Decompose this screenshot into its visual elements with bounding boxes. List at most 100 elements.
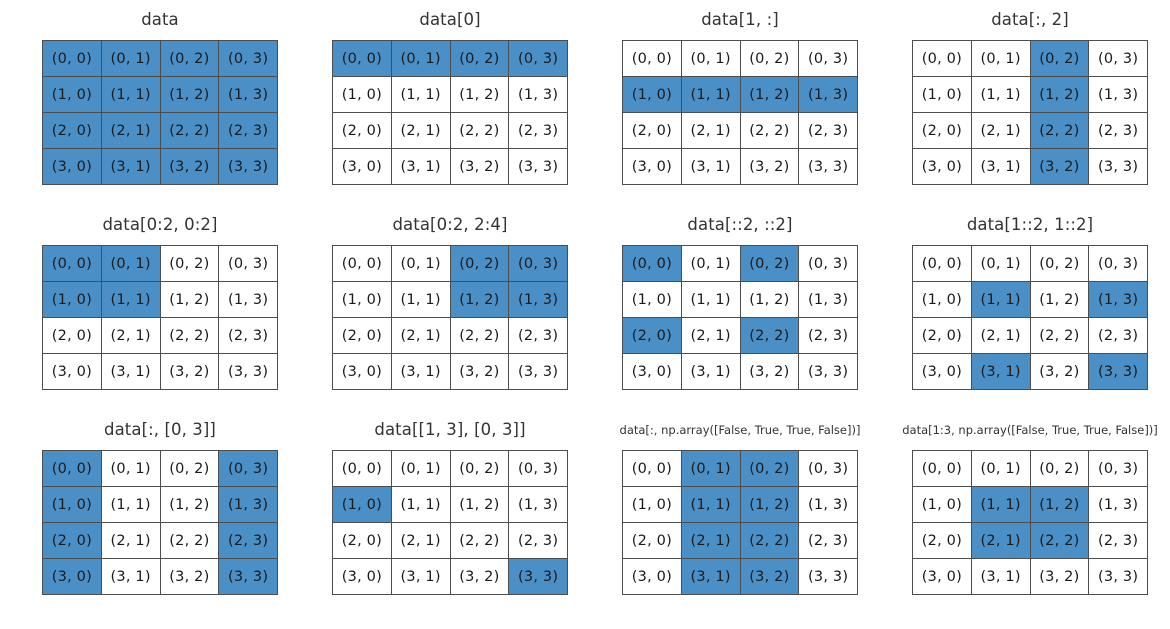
grid-row: (0, 0)(0, 1)(0, 2)(0, 3) [912, 450, 1148, 487]
grid-cell: (1, 0) [332, 76, 392, 113]
panel-data-colon-boolmask: data[:, np.array([False, True, True, Fal… [594, 420, 886, 595]
grid-cell: (3, 3) [508, 148, 568, 185]
panel-title-data-colon-2: data[:, 2] [991, 10, 1069, 29]
grid-cell: (0, 2) [159, 40, 220, 77]
grid-cell: (0, 3) [218, 40, 278, 77]
panel-data-1-colon: data[1, :] (0, 0)(0, 1)(0, 2)(0, 3)(1, 0)… [594, 10, 886, 185]
grid-cell: (2, 2) [739, 112, 800, 149]
panel-title-data-colon-boolmask: data[:, np.array([False, True, True, Fal… [619, 423, 861, 437]
grid-data-list13-list03: (0, 0)(0, 1)(0, 2)(0, 3)(1, 0)(1, 1)(1, … [332, 450, 568, 595]
grid-cell: (2, 0) [42, 522, 102, 559]
grid-cell: (0, 1) [680, 245, 741, 282]
panel-title-data-1step2-1step2: data[1::2, 1::2] [966, 215, 1094, 234]
grid-data-1-colon: (0, 0)(0, 1)(0, 2)(0, 3)(1, 0)(1, 1)(1, … [622, 40, 858, 185]
grid-cell: (1, 1) [680, 76, 741, 113]
grid-cell: (0, 1) [390, 450, 451, 487]
grid-row: (3, 0)(3, 1)(3, 2)(3, 3) [912, 353, 1148, 390]
panel-data-1to3-boolmask: data[1:3, np.array([False, True, True, F… [884, 420, 1170, 595]
grid-cell: (0, 0) [912, 450, 972, 487]
grid-row: (1, 0)(1, 1)(1, 2)(1, 3) [912, 76, 1148, 113]
grid-row: (0, 0)(0, 1)(0, 2)(0, 3) [912, 40, 1148, 77]
grid-cell: (2, 1) [970, 522, 1031, 559]
grid-cell: (1, 0) [42, 281, 102, 318]
grid-data-0to2-0to2: (0, 0)(0, 1)(0, 2)(0, 3)(1, 0)(1, 1)(1, … [42, 245, 278, 390]
grid-cell: (3, 3) [798, 353, 858, 390]
grid-cell: (1, 3) [508, 76, 568, 113]
grid-cell: (3, 0) [622, 558, 682, 595]
panel-title-data-0to2-2to4: data[0:2, 2:4] [392, 215, 508, 234]
grid-row: (2, 0)(2, 1)(2, 2)(2, 3) [332, 317, 568, 354]
grid-data-colon-2: (0, 0)(0, 1)(0, 2)(0, 3)(1, 0)(1, 1)(1, … [912, 40, 1148, 185]
grid-cell: (3, 1) [680, 353, 741, 390]
grid-cell: (3, 3) [798, 558, 858, 595]
grid-cell: (3, 2) [1029, 148, 1090, 185]
grid-cell: (0, 0) [622, 245, 682, 282]
grid-cell: (3, 1) [970, 558, 1031, 595]
grid-row: (0, 0)(0, 1)(0, 2)(0, 3) [912, 245, 1148, 282]
grid-row: (3, 0)(3, 1)(3, 2)(3, 3) [622, 353, 858, 390]
grid-cell: (3, 0) [42, 353, 102, 390]
grid-cell: (2, 3) [1088, 522, 1148, 559]
grid-cell: (3, 0) [912, 353, 972, 390]
grid-cell: (3, 1) [970, 148, 1031, 185]
grid-row: (3, 0)(3, 1)(3, 2)(3, 3) [332, 148, 568, 185]
grid-row: (1, 0)(1, 1)(1, 2)(1, 3) [622, 76, 858, 113]
grid-row: (0, 0)(0, 1)(0, 2)(0, 3) [42, 450, 278, 487]
grid-cell: (2, 1) [100, 522, 161, 559]
grid-cell: (2, 3) [798, 522, 858, 559]
grid-row: (1, 0)(1, 1)(1, 2)(1, 3) [912, 486, 1148, 523]
grid-cell: (1, 2) [739, 76, 800, 113]
grid-cell: (2, 0) [622, 112, 682, 149]
grid-cell: (0, 2) [159, 450, 220, 487]
grid-cell: (1, 1) [390, 281, 451, 318]
grid-cell: (3, 0) [332, 558, 392, 595]
panel-data-colon-list03: data[:, [0, 3]](0, 0)(0, 1)(0, 2)(0, 3)(… [14, 420, 306, 595]
grid-cell: (0, 1) [100, 450, 161, 487]
grid-cell: (0, 0) [622, 450, 682, 487]
grid-cell: (2, 1) [680, 522, 741, 559]
grid-cell: (1, 2) [159, 281, 220, 318]
grid-data-0to2-2to4: (0, 0)(0, 1)(0, 2)(0, 3)(1, 0)(1, 1)(1, … [332, 245, 568, 390]
grid-cell: (0, 2) [1029, 245, 1090, 282]
panel-data-0to2-2to4: data[0:2, 2:4] (0, 0)(0, 1)(0, 2)(0, 3)(1… [304, 215, 596, 390]
grid-cell: (1, 2) [1029, 281, 1090, 318]
grid-row: (3, 0)(3, 1)(3, 2)(3, 3) [912, 148, 1148, 185]
grid-data-0: (0, 0)(0, 1)(0, 2)(0, 3)(1, 0)(1, 1)(1, … [332, 40, 568, 185]
grid-cell: (0, 3) [1088, 450, 1148, 487]
grid-cell: (1, 1) [100, 76, 161, 113]
grid-cell: (2, 1) [970, 112, 1031, 149]
panel-data-0to2-0to2: data[0:2, 0:2](0, 0)(0, 1)(0, 2)(0, 3)(1… [14, 215, 306, 390]
grid-cell: (0, 2) [739, 450, 800, 487]
grid-cell: (3, 2) [449, 148, 510, 185]
grid-cell: (3, 2) [739, 353, 800, 390]
grid-cell: (1, 0) [332, 281, 392, 318]
grid-cell: (3, 0) [42, 148, 102, 185]
panel-data-list13-list03: data[[1, 3], [0, 3]](0, 0)(0, 1)(0, 2)(0… [304, 420, 596, 595]
grid-cell: (1, 0) [42, 486, 102, 523]
grid-row: (2, 0)(2, 1)(2, 2)(2, 3) [42, 317, 278, 354]
grid-row: (1, 0)(1, 1)(1, 2)(1, 3) [622, 486, 858, 523]
grid-cell: (2, 0) [912, 112, 972, 149]
grid-cell: (3, 3) [508, 353, 568, 390]
grid-row: (0, 0)(0, 1)(0, 2)(0, 3) [332, 245, 568, 282]
grid-data-colon-list03: (0, 0)(0, 1)(0, 2)(0, 3)(1, 0)(1, 1)(1, … [42, 450, 278, 595]
grid-cell: (0, 0) [912, 245, 972, 282]
grid-cell: (3, 2) [449, 353, 510, 390]
grid-cell: (1, 1) [100, 486, 161, 523]
grid-cell: (0, 2) [449, 245, 510, 282]
grid-cell: (0, 3) [218, 450, 278, 487]
grid-row: (2, 0)(2, 1)(2, 2)(2, 3) [622, 317, 858, 354]
grid-cell: (0, 0) [42, 245, 102, 282]
grid-row: (2, 0)(2, 1)(2, 2)(2, 3) [42, 522, 278, 559]
grid-cell: (0, 1) [100, 245, 161, 282]
grid-cell: (0, 0) [912, 40, 972, 77]
grid-cell: (0, 0) [332, 40, 392, 77]
grid-cell: (2, 0) [912, 522, 972, 559]
panel-title-data-1-colon: data[1, :] [701, 10, 779, 29]
panel-data-colon-2: data[:, 2] (0, 0)(0, 1)(0, 2)(0, 3)(1, 0)… [884, 10, 1170, 185]
grid-cell: (2, 1) [970, 317, 1031, 354]
grid-cell: (2, 0) [332, 112, 392, 149]
panel-data-step2-step2: data[::2, ::2](0, 0)(0, 1)(0, 2)(0, 3)(1… [594, 215, 886, 390]
grid-cell: (2, 3) [798, 112, 858, 149]
grid-cell: (0, 0) [622, 40, 682, 77]
